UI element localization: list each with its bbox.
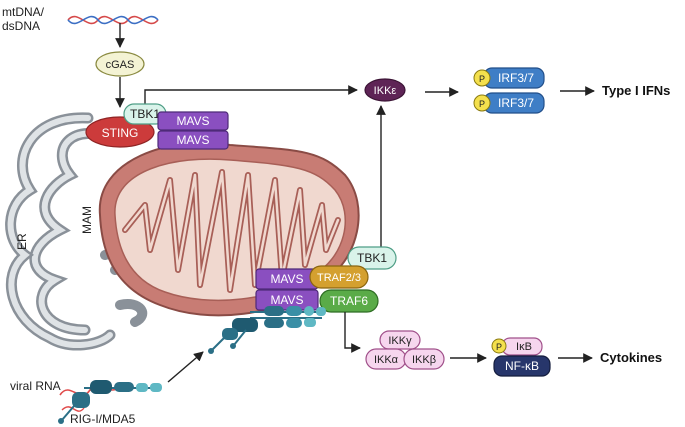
irf3-7-b-label: IRF3/7 (498, 96, 534, 110)
rig-i-active-chain (208, 306, 326, 354)
irf3-7-a-label: IRF3/7 (498, 71, 534, 85)
arrow-cgas-to-ikke (144, 85, 358, 108)
mtdna-label-line2: dsDNA (2, 19, 40, 33)
tbk1-bottom-node (347, 246, 397, 270)
traf6-label: TRAF6 (330, 294, 368, 308)
mam-label: MAM (80, 206, 94, 234)
rig-i-mda5-icon (58, 380, 162, 424)
ikkg-label: IKKγ (388, 335, 412, 347)
mavs-top-1-label: MAVS (176, 114, 209, 128)
traf2-3-node (309, 265, 369, 289)
ikke-node (364, 78, 406, 102)
er-label: ER (15, 233, 29, 250)
phospho-label-3: P (496, 342, 502, 352)
nfkb-node (493, 355, 551, 377)
phospho-label-2: P (479, 99, 485, 109)
ikka-label: IKKα (374, 354, 399, 366)
tbk1-top-label: TBK1 (130, 107, 160, 121)
phospho-label-1: P (479, 74, 485, 84)
type1-ifns-label: Type I IFNs (602, 83, 670, 98)
ikkg-node (379, 330, 421, 350)
ikke-label: IKKε (374, 85, 397, 97)
ikkb-node (403, 348, 445, 370)
mavs-top-2-label: MAVS (176, 133, 209, 147)
viral-rna-label: viral RNA (10, 379, 61, 393)
rig-i-mda5-label: RIG-I/MDA5 (70, 412, 136, 426)
mavs-bottom-2-label: MAVS (270, 293, 303, 307)
mtdna-label-line1: mtDNA/ (2, 5, 45, 19)
traf2-3-label: TRAF2/3 (317, 272, 361, 284)
arrow-traf6-to-ikk (344, 312, 361, 353)
mavs-top-2 (157, 130, 229, 150)
phospho-icon (473, 69, 491, 87)
mavs-bottom-1-label: MAVS (270, 272, 303, 286)
cytokines-label: Cytokines (600, 350, 662, 365)
nfkb-label: NF-κB (505, 359, 539, 373)
phospho-icon (491, 338, 507, 354)
sting-label: STING (102, 126, 139, 140)
traf6-node (319, 289, 379, 313)
mitochondrion (98, 141, 360, 317)
mavs-top-1 (157, 111, 229, 131)
phospho-icon (473, 94, 491, 112)
tbk1-bottom-label: TBK1 (357, 251, 387, 265)
cgas-label: cGAS (106, 59, 135, 71)
arrow-rig-to-mavs (167, 351, 204, 383)
ikkb-label: IKKβ (412, 354, 436, 366)
ikb-label: IκB (516, 341, 532, 353)
dna-helix-icon (67, 15, 159, 25)
cgas-node (95, 51, 145, 77)
